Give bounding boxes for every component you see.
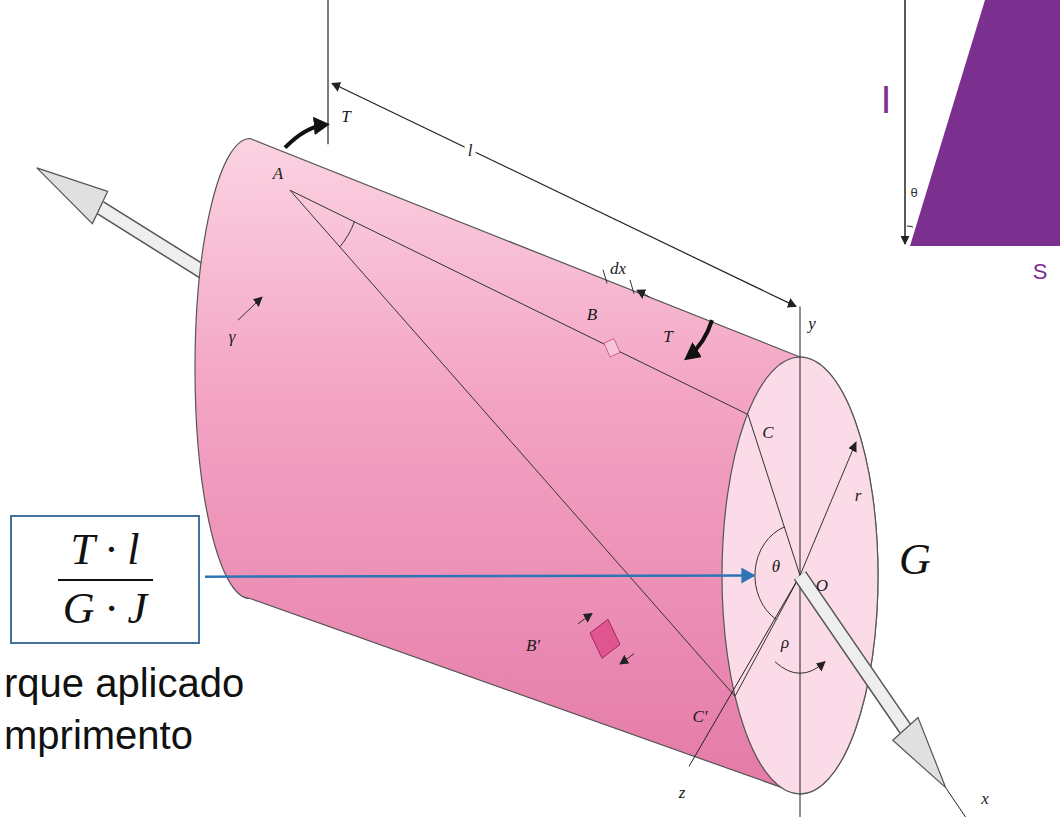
slide-text-holder: rque aplicado [4, 660, 244, 706]
point-label: A [273, 164, 283, 183]
height-label: I [881, 79, 892, 121]
torque-label: T [341, 106, 350, 125]
element-label: B [587, 305, 597, 324]
axis-label-holder: y [808, 314, 816, 331]
z-axis [689, 576, 800, 767]
element-label-holder: B [587, 306, 597, 323]
fraction-bar [58, 579, 153, 581]
leader-arrow [238, 297, 262, 320]
length-label-holder: l [465, 142, 476, 159]
slide-text-holder: mprimento [4, 712, 193, 758]
angle-label: θ [772, 557, 780, 576]
element-label: dx [610, 259, 626, 278]
area-label: S [1033, 259, 1048, 284]
radius-dimension [800, 442, 856, 575]
angle-arc [907, 226, 913, 227]
left-arrow-cone [37, 168, 108, 224]
slide-text: mprimento [4, 713, 193, 757]
radius-label-holder: r [855, 487, 862, 504]
right-rod-fill [800, 576, 905, 729]
angle-label-holder: γ [229, 328, 236, 345]
origin-label: O [816, 575, 828, 594]
torque-arrow [285, 125, 325, 148]
twisted-line [290, 190, 735, 696]
element-label: B′ [526, 635, 540, 654]
shear-arrow [578, 613, 592, 623]
extension-line [327, 0, 328, 144]
point-label: C [762, 422, 773, 441]
sheared-block [910, 0, 1060, 246]
angle-label: θ [910, 185, 917, 200]
slide-text: rque aplicado [4, 661, 244, 705]
angle-label: γ [229, 327, 236, 346]
point-label-holder: A [273, 165, 283, 182]
formula-fragment: G [899, 535, 931, 584]
origin-label-holder: O [816, 576, 828, 593]
point-label-holder: C′ [692, 707, 707, 724]
right-arrow-cone [893, 718, 946, 788]
torque-label-holder: T [341, 107, 350, 124]
axis-label: y [808, 313, 816, 332]
radius-line [735, 576, 800, 697]
right-rod [800, 576, 905, 729]
axis-label: x [981, 789, 989, 808]
formula-numerator: T · l [71, 525, 140, 576]
shaft-body [195, 139, 878, 795]
formula-denominator: G · J [63, 584, 147, 635]
shear-arrow [620, 654, 634, 664]
shear-sketch [905, 0, 1060, 246]
sheared-element [590, 619, 620, 658]
surface-line [290, 190, 748, 414]
point-label-holder: C [762, 423, 773, 440]
surface-element [604, 339, 620, 357]
axis-label-holder: x [981, 790, 989, 807]
element-tick [630, 280, 634, 294]
length-label: l [465, 141, 476, 160]
angle-arc [755, 527, 784, 620]
angle-arc [340, 221, 355, 246]
torque-label: T [663, 327, 672, 346]
torque-arrow [688, 320, 712, 357]
axis-label-holder: z [679, 783, 686, 800]
element-label-holder: B′ [526, 636, 540, 653]
angle-label-holder: θ [772, 558, 780, 575]
height-label-holder: I [881, 81, 892, 119]
element-arrow [637, 290, 650, 297]
formula-fragment-holder: G [899, 538, 931, 582]
y-axis [800, 306, 801, 817]
radius-label-holder: ρ [781, 634, 789, 651]
angle-label-holder: θ [910, 186, 917, 199]
element-label-holder: dx [610, 260, 626, 277]
radius-line [748, 415, 800, 576]
radius-label: r [855, 486, 862, 505]
formula-box: T · l G · J [10, 515, 200, 644]
axis-label: z [679, 782, 686, 801]
area-label-holder: S [1033, 261, 1048, 283]
pointer-arrow [205, 576, 754, 577]
x-axis [946, 788, 985, 817]
element-tick [603, 270, 607, 284]
point-label: C′ [692, 706, 707, 725]
height-arrow [904, 0, 906, 244]
radius-label: ρ [781, 633, 789, 652]
torque-label-holder: T [663, 328, 672, 345]
